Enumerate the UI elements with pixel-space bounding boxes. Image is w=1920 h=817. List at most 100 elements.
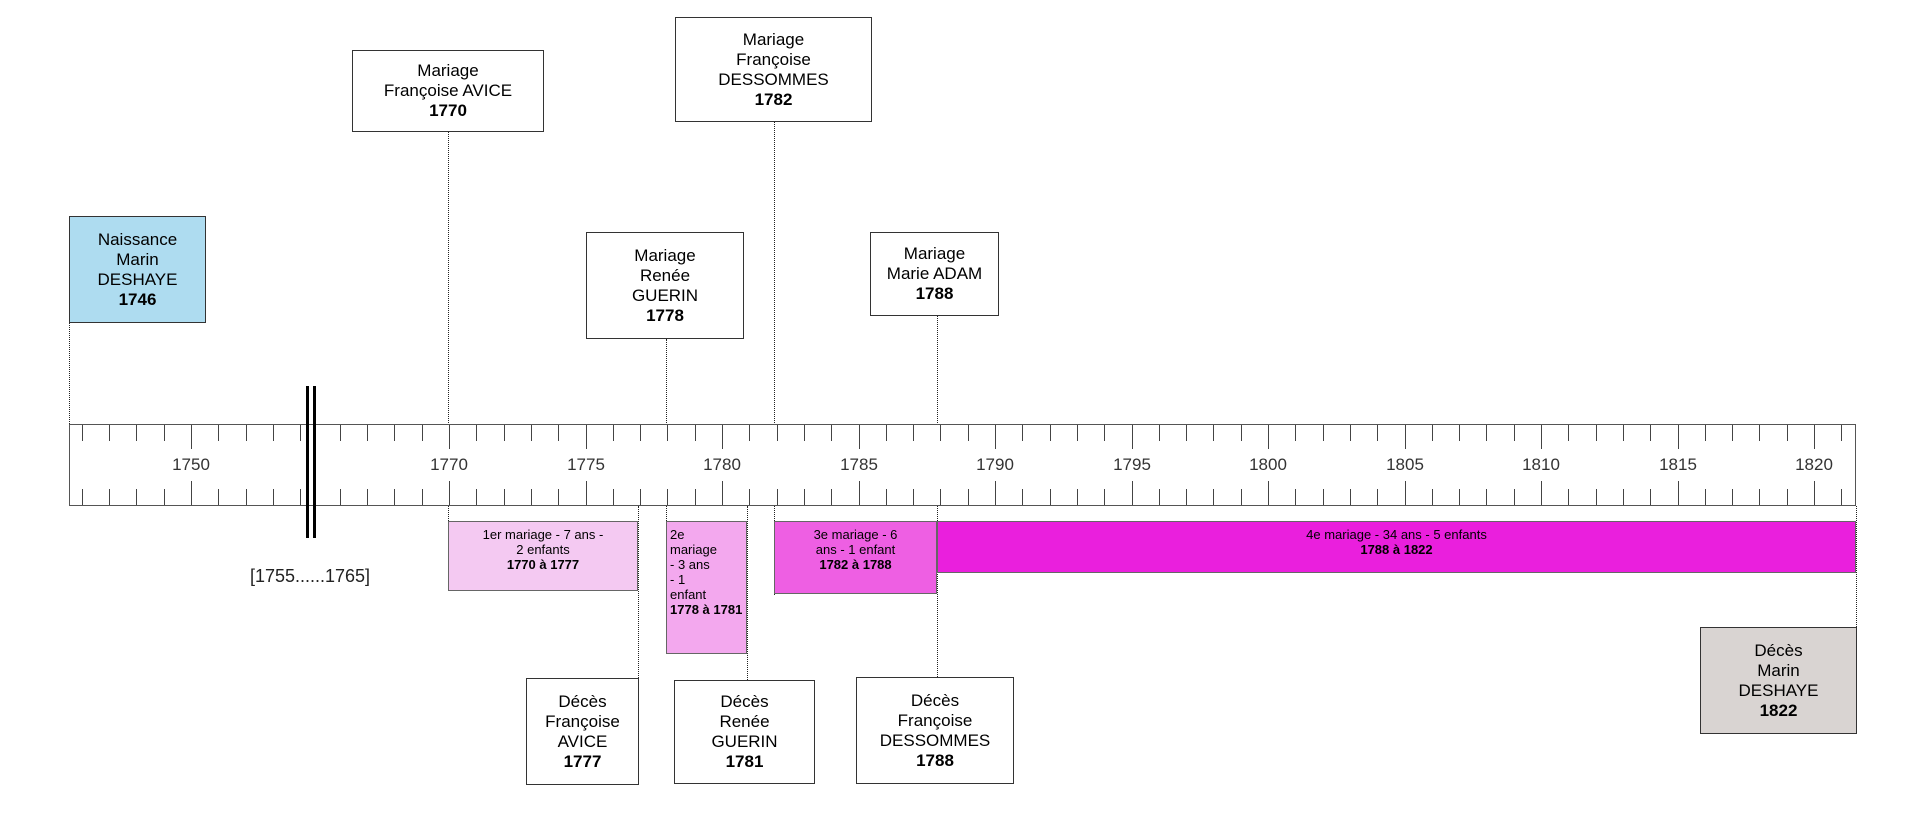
axis-minor-tick xyxy=(367,489,368,505)
axis-minor-tick xyxy=(777,489,778,505)
axis-minor-tick xyxy=(1241,489,1242,505)
axis-minor-tick xyxy=(968,489,969,505)
axis-minor-tick xyxy=(246,425,247,441)
period-line: ans - 1 enfant xyxy=(815,542,896,557)
period-range: 1778 à 1781 xyxy=(670,602,743,617)
event-line: GUERIN xyxy=(631,285,699,305)
event-year: 1781 xyxy=(725,752,764,771)
axis-minor-tick xyxy=(422,425,423,441)
axis-minor-tick xyxy=(394,489,395,505)
event-line: DESSOMMES xyxy=(718,69,829,89)
axis-minor-tick xyxy=(1459,489,1460,505)
event-line: Françoise xyxy=(545,711,620,731)
axis-minor-tick xyxy=(1213,489,1214,505)
axis-minor-tick xyxy=(109,425,110,441)
event-line: Marie ADAM xyxy=(886,264,983,283)
event-mariage-guerin: Mariage Renée GUERIN 1778 xyxy=(586,232,744,339)
axis-year-label: 1820 xyxy=(1795,455,1833,474)
period-line: 2e xyxy=(670,527,685,542)
event-line: Décès xyxy=(720,692,769,711)
axis-minor-tick xyxy=(613,489,614,505)
axis-minor-tick xyxy=(1213,425,1214,441)
axis-major-tick xyxy=(1268,425,1269,449)
axis-minor-tick xyxy=(1350,425,1351,441)
axis-minor-tick xyxy=(1295,425,1296,441)
event-line: Françoise xyxy=(897,710,973,730)
axis-minor-tick xyxy=(422,489,423,505)
axis-minor-tick xyxy=(218,425,219,441)
event-mariage-avice: Mariage Françoise AVICE 1770 xyxy=(352,50,544,132)
axis-minor-tick xyxy=(394,425,395,441)
axis-minor-tick xyxy=(804,425,805,441)
axis-minor-tick xyxy=(1514,425,1515,441)
event-line: DESHAYE xyxy=(1738,680,1819,700)
event-mariage-adam: Mariage Marie ADAM 1788 xyxy=(870,232,999,316)
axis-minor-tick xyxy=(667,489,668,505)
axis-minor-tick xyxy=(300,489,301,505)
axis-minor-tick xyxy=(164,489,165,505)
axis-minor-tick xyxy=(1732,489,1733,505)
event-deces-marin: Décès Marin DESHAYE 1822 xyxy=(1700,627,1857,734)
axis-minor-tick xyxy=(1596,425,1597,441)
axis-major-tick xyxy=(1541,425,1542,449)
period-line: - 3 ans xyxy=(670,557,710,572)
event-mariage-dessommes: Mariage Françoise DESSOMMES 1782 xyxy=(675,17,872,122)
period-range: 1782 à 1788 xyxy=(819,557,892,572)
axis-major-tick xyxy=(1678,481,1679,505)
axis-minor-tick xyxy=(1432,425,1433,441)
axis-major-tick xyxy=(1405,425,1406,449)
axis-break-mark xyxy=(306,386,309,538)
axis-minor-tick xyxy=(1323,425,1324,441)
axis-minor-tick xyxy=(1841,489,1842,505)
event-deces-dessommes: Décès Françoise DESSOMMES 1788 xyxy=(856,677,1014,784)
axis-minor-tick xyxy=(1077,425,1078,441)
period-line: 3e mariage - 6 xyxy=(813,527,898,542)
axis-minor-tick xyxy=(695,489,696,505)
axis-break-label: [1755......1765] xyxy=(249,566,371,586)
axis-minor-tick xyxy=(476,425,477,441)
event-deces-guerin: Décès Renée GUERIN 1781 xyxy=(674,680,815,784)
axis-minor-tick xyxy=(640,489,641,505)
event-line: Renée xyxy=(719,712,770,731)
axis-minor-tick xyxy=(667,425,668,441)
axis-minor-tick xyxy=(340,425,341,441)
event-line: Décès xyxy=(910,690,960,710)
axis-minor-tick xyxy=(82,489,83,505)
event-line: GUERIN xyxy=(711,732,778,751)
axis-minor-tick xyxy=(136,489,137,505)
event-naissance-marin: Naissance Marin DESHAYE 1746 xyxy=(69,216,206,323)
period-3e-mariage: 3e mariage - 6 ans - 1 enfant 1782 à 178… xyxy=(774,521,937,594)
axis-year-label: 1815 xyxy=(1659,455,1697,474)
axis-minor-tick xyxy=(531,425,532,441)
event-line: Mariage xyxy=(634,245,696,265)
period-line: mariage xyxy=(670,542,717,557)
axis-year-label: 1750 xyxy=(172,455,210,474)
connector-deces-guerin xyxy=(747,506,748,680)
period-2e-mariage: 2e mariage - 3 ans - 1 enfant 1778 à 178… xyxy=(666,521,747,654)
axis-minor-tick xyxy=(1705,425,1706,441)
axis-minor-tick xyxy=(1759,425,1760,441)
axis-minor-tick xyxy=(1050,489,1051,505)
axis-minor-tick xyxy=(913,489,914,505)
axis-minor-tick xyxy=(82,425,83,441)
event-line: Décès xyxy=(558,691,607,711)
event-year: 1782 xyxy=(754,89,793,109)
axis-minor-tick xyxy=(1787,425,1788,441)
event-deces-avice: Décès Françoise AVICE 1777 xyxy=(526,678,639,785)
axis-minor-tick xyxy=(940,425,941,441)
axis-minor-tick xyxy=(504,425,505,441)
event-line: Marin xyxy=(1757,660,1800,680)
axis-minor-tick xyxy=(804,489,805,505)
axis-minor-tick xyxy=(367,425,368,441)
axis-major-tick xyxy=(1814,425,1815,449)
axis-year-label: 1775 xyxy=(567,455,605,474)
axis-minor-tick xyxy=(1104,425,1105,441)
axis-major-tick xyxy=(449,481,450,505)
axis-minor-tick xyxy=(558,425,559,441)
axis-minor-tick xyxy=(1050,425,1051,441)
event-line: Naissance xyxy=(97,229,178,249)
axis-year-label: 1780 xyxy=(703,455,741,474)
axis-year-label: 1810 xyxy=(1522,455,1560,474)
axis-year-label: 1800 xyxy=(1249,455,1287,474)
